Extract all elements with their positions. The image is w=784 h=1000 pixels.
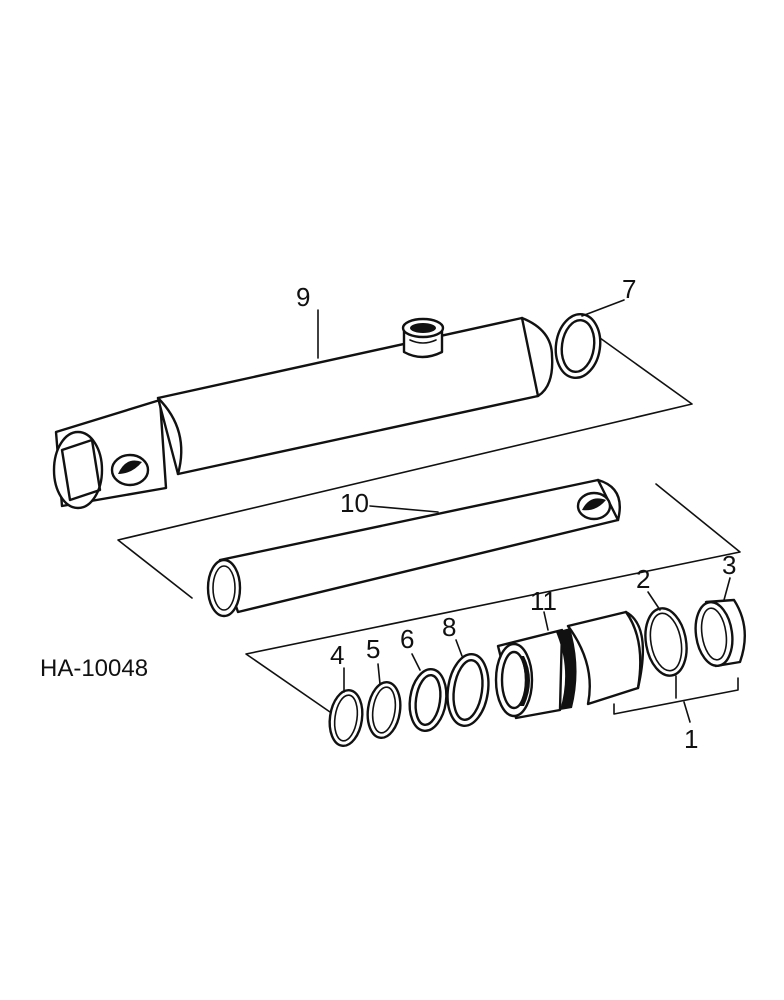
figure-reference: HA-10048: [40, 655, 148, 682]
callout-5: 5: [366, 634, 380, 664]
callout-4: 4: [330, 640, 344, 670]
gland[interactable]: [494, 610, 645, 720]
seal-6[interactable]: [406, 667, 450, 733]
piston-rod[interactable]: [206, 478, 621, 618]
seal-8[interactable]: [443, 652, 493, 729]
callout-8: 8: [442, 612, 456, 642]
callout-3: 3: [722, 550, 736, 580]
assembly-guide-plane-upper: [117, 337, 693, 599]
callout-6: 6: [400, 624, 414, 654]
backup-ring-3[interactable]: [692, 598, 746, 668]
leader-lines: [317, 299, 739, 723]
callout-7: 7: [622, 274, 636, 304]
callout-11: 11: [530, 586, 557, 616]
callout-labels: 9 7 10 3 2 11 4 5 6 8 1: [296, 274, 736, 754]
ring-7[interactable]: [552, 311, 604, 381]
callout-2: 2: [636, 564, 650, 594]
ring-2[interactable]: [640, 605, 691, 679]
cylinder-barrel[interactable]: [52, 316, 554, 510]
callout-9: 9: [296, 282, 310, 312]
assembly-guide-plane-lower: [245, 483, 741, 713]
seal-5[interactable]: [364, 680, 403, 740]
callout-10: 10: [340, 488, 369, 518]
seal-4[interactable]: [326, 688, 365, 748]
callout-1: 1: [684, 724, 698, 754]
